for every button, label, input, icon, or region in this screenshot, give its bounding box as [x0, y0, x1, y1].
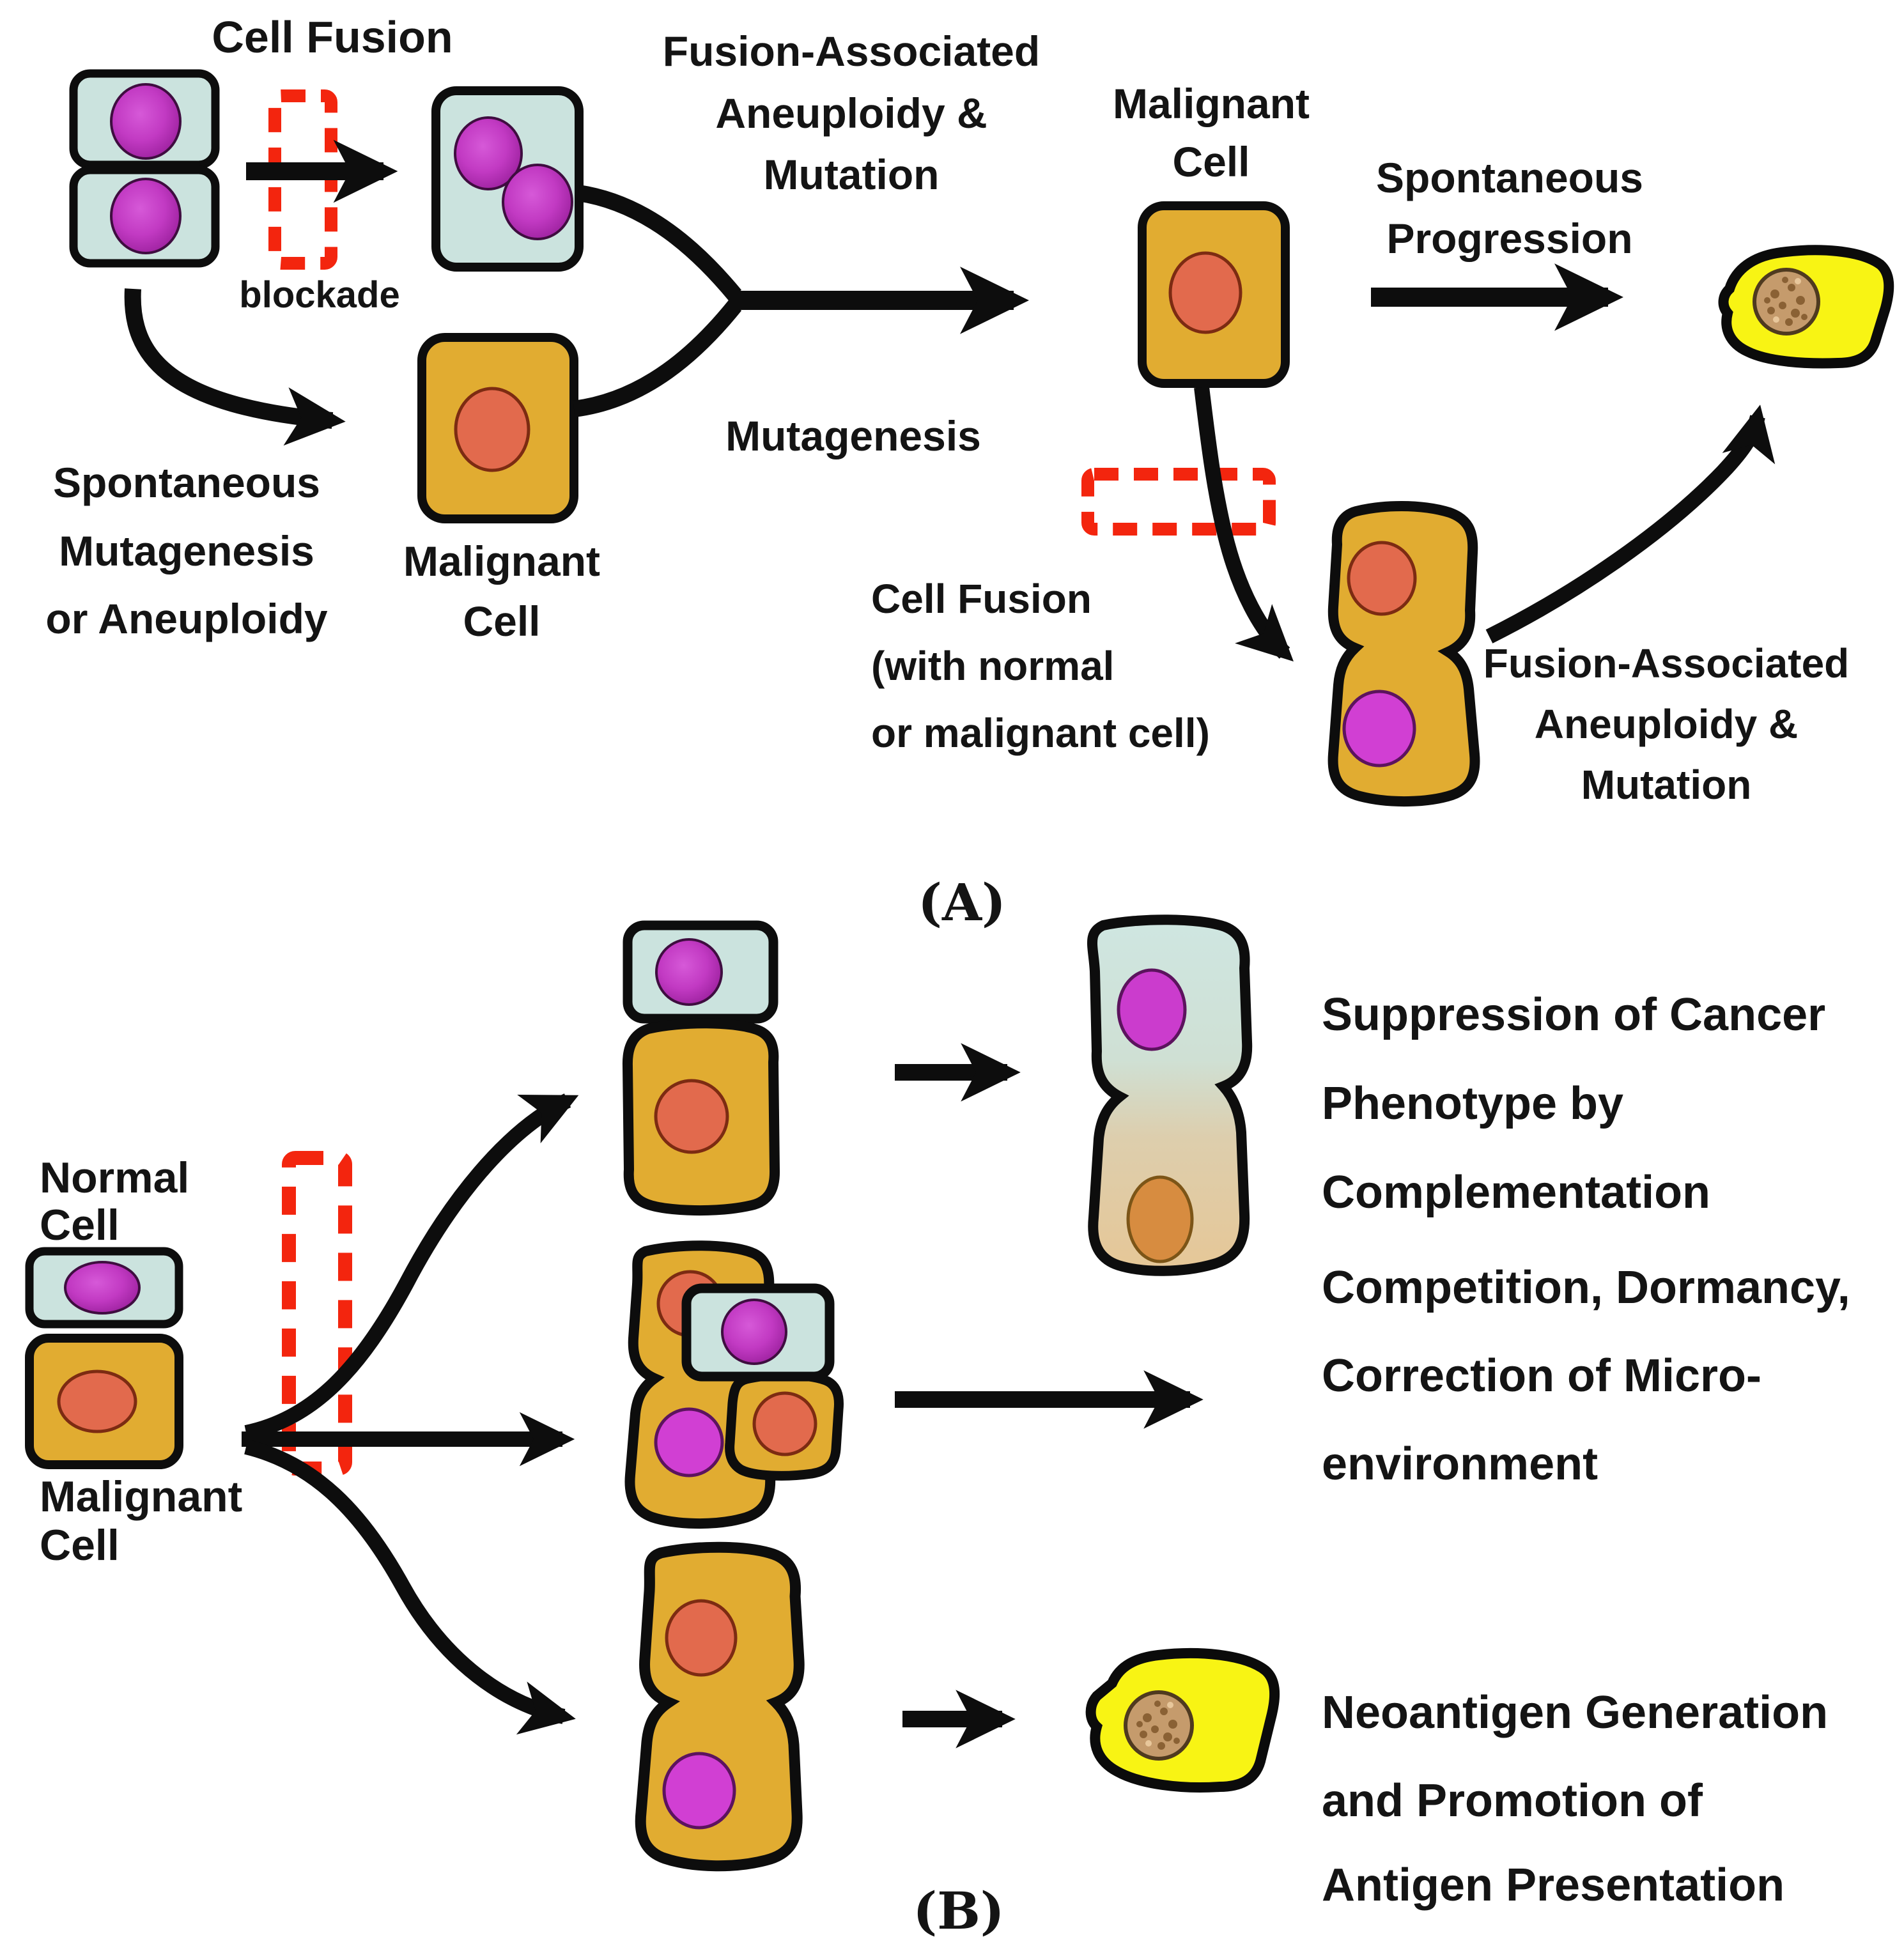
malignant-cell-icon-center [1138, 201, 1290, 388]
competition-outcome-label: Competition, Dormancy, [1322, 1262, 1850, 1313]
fused-normal-cell-icon [431, 86, 584, 272]
malignant-cell-icon-b [25, 1334, 183, 1469]
spontaneous-mutagenesis-label: Mutagenesis [59, 527, 314, 575]
spontaneous-progression-label: Progression [1386, 215, 1633, 262]
normal-cell-caption-b: Normal [40, 1153, 190, 1202]
nucleus [662, 1752, 736, 1830]
fused-hybrid-cell-icon-a [1327, 501, 1480, 807]
panel-a-label: (A) [918, 872, 1006, 932]
nucleus [1342, 690, 1416, 768]
nucleus [1347, 541, 1417, 616]
spontaneous-progression-label: Spontaneous [1375, 154, 1644, 201]
malignant-cell-caption: Malignant [403, 537, 600, 585]
fusion-associated-bottom-label: Mutation [1581, 762, 1752, 808]
converging-arrows [573, 185, 1029, 417]
spontaneous-mutagenesis-label: Spontaneous [52, 459, 321, 506]
nucleus [721, 1299, 787, 1365]
nucleus [1168, 251, 1242, 334]
neoantigen-cell-icon [1085, 1648, 1280, 1793]
normal-cell-icon-b [25, 1247, 183, 1329]
neoantigen-outcome-label: Antigen Presentation [1322, 1860, 1785, 1911]
cell-fusion-secondary-label: or malignant cell) [871, 710, 1210, 756]
blockade-label: blockade [239, 274, 400, 316]
malignant-cell-caption-b: Malignant [40, 1472, 243, 1521]
malignant-cell-title: Malignant [1113, 80, 1310, 127]
neoantigen-outcome-label: Neoantigen Generation [1322, 1687, 1829, 1738]
suppression-outcome-label: Phenotype by [1322, 1078, 1624, 1129]
cell-fusion-secondary-label: (with normal [871, 643, 1115, 689]
suppressed-hybrid-cell-icon [1087, 914, 1253, 1276]
fusion-associated-top-label: Mutation [763, 151, 940, 198]
cell-cluster-icon [624, 1240, 844, 1529]
cell-fusion-title: Cell Fusion [212, 12, 453, 62]
panel-b [25, 914, 1280, 1872]
fusion-associated-top-label: Aneuploidy & [715, 89, 987, 137]
malignant-cell-icon-left [417, 333, 578, 523]
panel-b-label: (B) [913, 1881, 1005, 1941]
malignant-cell-caption: Cell [463, 598, 541, 645]
nucleus [110, 83, 182, 160]
nucleus [1126, 1175, 1194, 1263]
nucleus [654, 1407, 724, 1477]
diverging-arrows [242, 1093, 579, 1735]
nucleus [110, 178, 182, 254]
nucleus [454, 387, 530, 472]
fusion-blockade-icon-b [282, 1151, 352, 1476]
neoantigen-outcome-label: and Promotion of [1322, 1775, 1703, 1826]
mutagenesis-label: Mutagenesis [725, 412, 981, 459]
fusion-associated-top-label: Fusion-Associated [662, 27, 1041, 75]
spontaneous-mutagenesis-label: or Aneuploidy [45, 595, 328, 642]
spontaneous-mutagenesis-arrow [124, 288, 346, 446]
adherent-pair-icon [622, 920, 780, 1216]
nucleus [655, 938, 723, 1006]
nucleus [665, 1599, 738, 1677]
normal-cell-pair-icon [69, 69, 220, 268]
normal-cell-caption-b: Cell [40, 1201, 120, 1249]
competition-outcome-label: environment [1322, 1439, 1598, 1490]
malignant-cell-title: Cell [1172, 138, 1250, 185]
nucleus [502, 164, 573, 240]
fusion-progression-arrow [1485, 405, 1776, 644]
cell-fusion-secondary-label: Cell Fusion [871, 576, 1092, 622]
suppression-outcome-label: Suppression of Cancer [1322, 989, 1826, 1040]
progressed-tumor-cell-icon [1718, 245, 1894, 369]
competition-outcome-label: Correction of Micro- [1322, 1350, 1762, 1401]
cell-fusion-blockade-icon-2 [1081, 468, 1276, 536]
suppression-outcome-label: Complementation [1322, 1167, 1711, 1218]
fusion-associated-bottom-label: Fusion-Associated [1483, 640, 1850, 686]
cell-fusion-down-arrow [1194, 386, 1294, 662]
fused-hybrid-cell-icon-b [635, 1541, 805, 1872]
nucleus [57, 1369, 137, 1433]
nucleus [454, 116, 523, 190]
fusion-associated-bottom-label: Aneuploidy & [1534, 701, 1799, 747]
nucleus [1117, 968, 1187, 1051]
nucleus [64, 1261, 141, 1315]
nucleus [654, 1079, 729, 1154]
malignant-cell-caption-b: Cell [40, 1521, 120, 1570]
nucleus [752, 1391, 817, 1456]
panel-a [69, 69, 1894, 807]
